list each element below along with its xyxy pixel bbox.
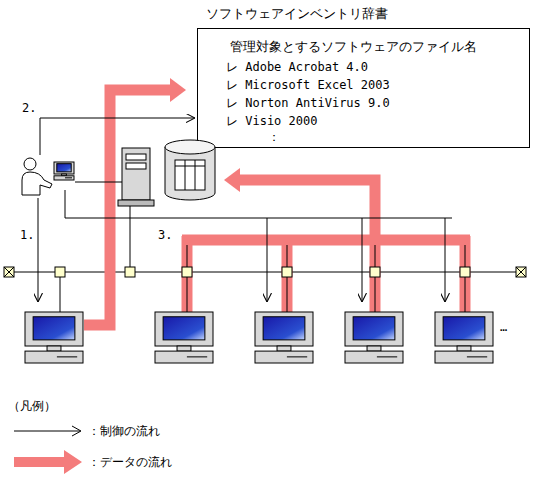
dictionary-heading: 管理対象とするソフトウェアのファイル名 bbox=[230, 39, 477, 56]
legend-line-sample bbox=[12, 418, 84, 444]
tap-box bbox=[460, 267, 470, 277]
software-item: レ Norton AntiVirus 9.0 bbox=[226, 95, 390, 112]
drop-wire bbox=[187, 245, 188, 312]
legend-row: ：データの流れ bbox=[12, 449, 172, 475]
client-pc bbox=[345, 312, 403, 363]
legend-text: ：データの流れ bbox=[88, 455, 172, 469]
software-item: レ Visio 2000 bbox=[226, 113, 317, 130]
data-band bbox=[460, 236, 471, 312]
tap-box bbox=[282, 267, 292, 277]
callout-number: 2. bbox=[22, 101, 36, 115]
client-pc bbox=[155, 312, 213, 363]
server-tower bbox=[118, 148, 154, 206]
dictionary-box: ソフトウェアインベントリ辞書管理対象とするソフトウェアのファイル名レ Adobe… bbox=[197, 28, 530, 148]
client-pc bbox=[435, 312, 493, 363]
legend-text: ：制御の流れ bbox=[88, 424, 160, 438]
data-band bbox=[370, 236, 381, 312]
software-item: ： bbox=[268, 129, 280, 146]
tap-box bbox=[125, 267, 135, 277]
control-line bbox=[75, 182, 122, 183]
dictionary-title: ソフトウェアインベントリ辞書 bbox=[206, 5, 388, 23]
drop-wire bbox=[60, 272, 61, 312]
legend-heading: （凡例） bbox=[8, 398, 56, 415]
data-band bbox=[282, 236, 293, 312]
control-line bbox=[267, 218, 268, 302]
tap-box bbox=[182, 267, 192, 277]
client-pc bbox=[54, 162, 74, 180]
data-band bbox=[182, 236, 193, 312]
drop-wire bbox=[465, 245, 466, 312]
tap-box bbox=[55, 267, 65, 277]
terminator bbox=[4, 267, 14, 277]
software-item: レ Microsoft Excel 2003 bbox=[226, 77, 390, 94]
control-line bbox=[445, 218, 446, 302]
ellipsis-mark: … bbox=[500, 320, 507, 334]
control-line bbox=[362, 218, 363, 302]
callout-number: 1. bbox=[20, 228, 34, 242]
software-item: レ Adobe Acrobat 4.0 bbox=[226, 59, 368, 76]
drop-wire bbox=[287, 245, 288, 312]
callout-number: 3. bbox=[158, 228, 172, 242]
data-band bbox=[182, 235, 470, 246]
data-band bbox=[238, 180, 375, 240]
server-wire bbox=[130, 205, 131, 272]
data-band bbox=[84, 90, 172, 325]
administrator bbox=[22, 158, 74, 195]
data-arrowhead bbox=[170, 78, 186, 102]
legend-swatch bbox=[12, 449, 84, 475]
tap-box bbox=[370, 267, 380, 277]
client-pc bbox=[255, 312, 313, 363]
database-cylinder bbox=[165, 140, 215, 200]
legend-row: ：制御の流れ bbox=[12, 418, 160, 444]
terminator bbox=[516, 267, 526, 277]
drop-wire bbox=[375, 245, 376, 312]
client-pc bbox=[25, 312, 83, 363]
control-line bbox=[38, 198, 39, 302]
data-arrowhead bbox=[224, 168, 240, 192]
